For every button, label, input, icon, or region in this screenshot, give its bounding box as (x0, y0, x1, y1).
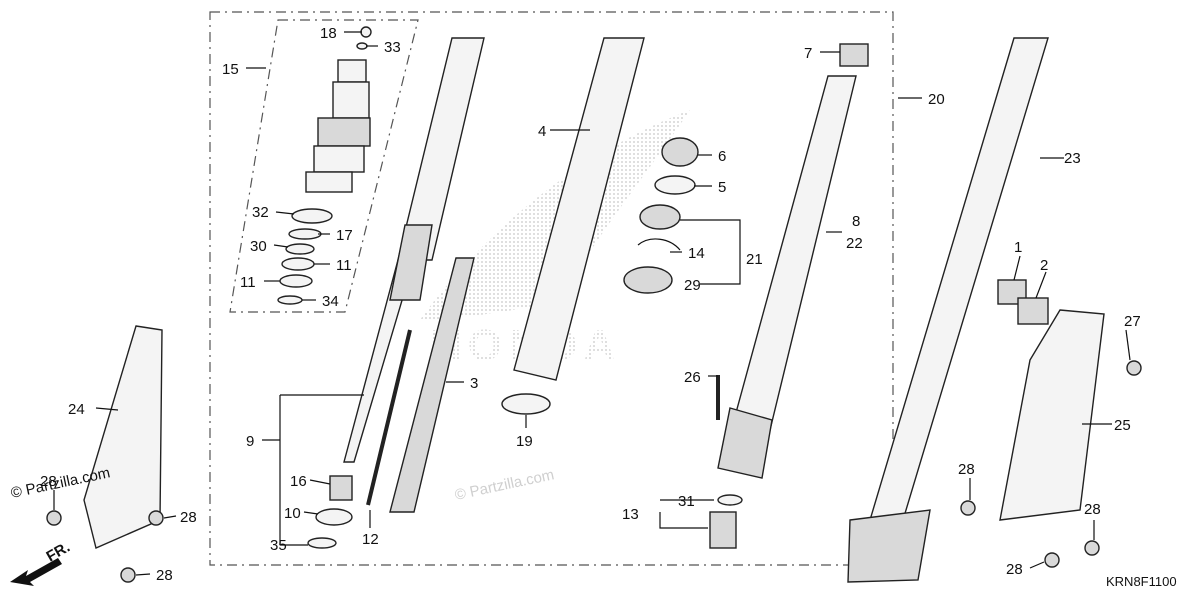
front-direction-arrow: FR. (10, 539, 73, 586)
callout-18: 18 (320, 25, 337, 42)
callout-16: 16 (290, 473, 307, 490)
callout-32: 32 (252, 204, 269, 221)
part-6-bush (661, 137, 699, 167)
part-spring-seat (389, 224, 433, 301)
callout-14: 14 (688, 245, 705, 262)
part-28-bolt-a (46, 510, 62, 526)
callout-3: 3 (470, 375, 478, 392)
part-23-axle-end (847, 509, 931, 583)
callout-28-c: 28 (156, 567, 173, 584)
part-18-nut (360, 26, 372, 38)
callout-24: 24 (68, 401, 85, 418)
part-3-spring (389, 257, 475, 513)
part-21-seal (639, 204, 681, 230)
callout-33: 33 (384, 39, 401, 56)
part-29-dust-seal (623, 266, 673, 294)
callout-11-b: 11 (240, 274, 256, 291)
callout-28-e: 28 (1084, 501, 1101, 518)
part-16-collar (329, 475, 353, 501)
part-12-rod (366, 329, 412, 506)
part-35-ring (307, 537, 337, 549)
callout-35: 35 (270, 537, 287, 554)
faint-watermark: © Partzilla.com (453, 466, 555, 504)
callout-5: 5 (718, 179, 726, 196)
part-15-valve (305, 59, 371, 193)
callout-9: 9 (246, 433, 254, 450)
part-28-bolt-b (148, 510, 164, 526)
callout-28-b: 28 (180, 509, 197, 526)
part-34-clip (277, 295, 303, 305)
honda-wing-watermark (420, 110, 690, 320)
part-inner-pipe (397, 37, 485, 261)
callout-27: 27 (1124, 313, 1141, 330)
part-7-cap (839, 43, 869, 67)
part-14-clip (637, 238, 681, 251)
callout-34: 34 (322, 293, 339, 310)
assembly-outline-cartridge (229, 19, 419, 313)
callout-28-a: 28 (40, 473, 57, 490)
part-19-oring (501, 393, 551, 415)
callout-25: 25 (1114, 417, 1131, 434)
part-28-bolt-e (1084, 540, 1100, 556)
callout-28-d: 28 (958, 461, 975, 478)
callout-7: 7 (804, 45, 812, 62)
callout-21: 21 (746, 251, 763, 268)
part-10-bush (315, 508, 353, 526)
part-17-oring (288, 228, 322, 240)
callout-4: 4 (538, 123, 546, 140)
callout-1: 1 (1014, 239, 1022, 256)
part-2-bracket (1017, 297, 1049, 325)
part-30-ring (285, 243, 315, 255)
svg-text:FR.: FR. (44, 539, 73, 566)
part-33-washer (356, 42, 368, 50)
part-13-valve (709, 511, 737, 549)
part-axle-holder (717, 407, 773, 479)
callout-19: 19 (516, 433, 533, 450)
callout-15: 15 (222, 61, 239, 78)
callout-22: 22 (846, 235, 863, 252)
part-28-bolt-d (960, 500, 976, 516)
part-28-bolt-c (120, 567, 136, 583)
leader-lines (53, 31, 1131, 576)
part-31-oring (717, 494, 743, 506)
callout-26: 26 (684, 369, 701, 386)
part-11-bush-b (279, 274, 313, 288)
callout-2: 2 (1040, 257, 1048, 274)
diagram-code: KRN8F1100 (1106, 574, 1177, 589)
callout-6: 6 (718, 148, 726, 165)
callout-23: 23 (1064, 150, 1081, 167)
part-24-guard-left (83, 325, 163, 549)
part-32-ring (291, 208, 333, 224)
part-5-washer (654, 175, 696, 195)
callout-10: 10 (284, 505, 301, 522)
part-25-guard-right (999, 309, 1105, 521)
callout-20: 20 (928, 91, 945, 108)
callout-11-a: 11 (336, 257, 352, 274)
part-4-outer-tube (513, 37, 645, 381)
callout-8: 8 (852, 213, 860, 230)
callout-13: 13 (622, 506, 639, 523)
callout-12: 12 (362, 531, 379, 548)
callout-17: 17 (336, 227, 353, 244)
part-27-bolt (1126, 360, 1142, 376)
callout-31: 31 (678, 493, 695, 510)
part-28-bolt-f (1044, 552, 1060, 568)
part-11-bush-a (281, 257, 315, 271)
callout-30: 30 (250, 238, 267, 255)
callout-29: 29 (684, 277, 701, 294)
callout-28-f: 28 (1006, 561, 1023, 578)
